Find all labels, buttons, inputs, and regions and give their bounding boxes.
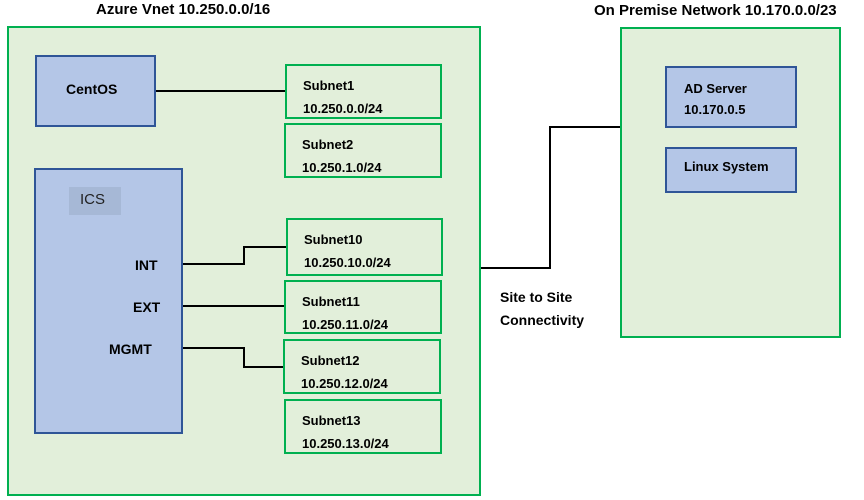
subnet-name: Subnet10 [304, 232, 363, 247]
ics-port-ext: EXT [133, 299, 161, 315]
subnet-name: Subnet2 [302, 137, 354, 152]
subnet-cidr: 10.250.0.0/24 [303, 101, 383, 116]
subnet-box-12: Subnet12 10.250.12.0/24 [283, 339, 441, 394]
ics-label-box: ICS [69, 187, 121, 215]
ics-port-int: INT [135, 257, 158, 273]
subnet-cidr: 10.250.13.0/24 [302, 436, 389, 451]
azure-vnet-title: Azure Vnet 10.250.0.0/16 [96, 1, 271, 18]
ad-server-node: AD Server 10.170.0.5 [665, 66, 797, 128]
ad-server-name: AD Server [684, 81, 747, 96]
ics-port-mgmt: MGMT [109, 341, 152, 357]
ics-node: ICS INT EXT MGMT [34, 168, 183, 434]
subnet-cidr: 10.250.11.0/24 [302, 317, 389, 332]
site-to-site-line2: Connectivity [500, 312, 585, 328]
subnet-box-1: Subnet1 10.250.0.0/24 [285, 64, 442, 119]
subnet-name: Subnet12 [301, 353, 360, 368]
subnet-name: Subnet13 [302, 413, 361, 428]
subnet-name: Subnet11 [302, 294, 360, 309]
centos-label: CentOS [66, 81, 118, 97]
ad-server-ip: 10.170.0.5 [684, 102, 746, 117]
subnet-box-13: Subnet13 10.250.13.0/24 [284, 399, 442, 454]
subnet-cidr: 10.250.12.0/24 [301, 376, 388, 391]
site-to-site-link [481, 126, 620, 269]
subnet-cidr: 10.250.10.0/24 [304, 255, 391, 270]
site-to-site-label: Site to Site Connectivity [500, 286, 584, 332]
subnet-cidr: 10.250.1.0/24 [302, 160, 382, 175]
site-to-site-line1: Site to Site [500, 289, 573, 305]
linux-system-label: Linux System [684, 159, 769, 174]
subnet-box-10: Subnet10 10.250.10.0/24 [286, 218, 443, 276]
subnet-name: Subnet1 [303, 78, 355, 93]
centos-node: CentOS [35, 55, 156, 127]
subnet-box-11: Subnet11 10.250.11.0/24 [284, 280, 442, 334]
int-subnet10-link [183, 246, 287, 265]
subnet-box-2: Subnet2 10.250.1.0/24 [284, 123, 442, 178]
linux-system-node: Linux System [665, 147, 797, 193]
on-premise-title: On Premise Network 10.170.0.0/23 [594, 2, 837, 19]
mgmt-subnet12-link [183, 347, 284, 368]
